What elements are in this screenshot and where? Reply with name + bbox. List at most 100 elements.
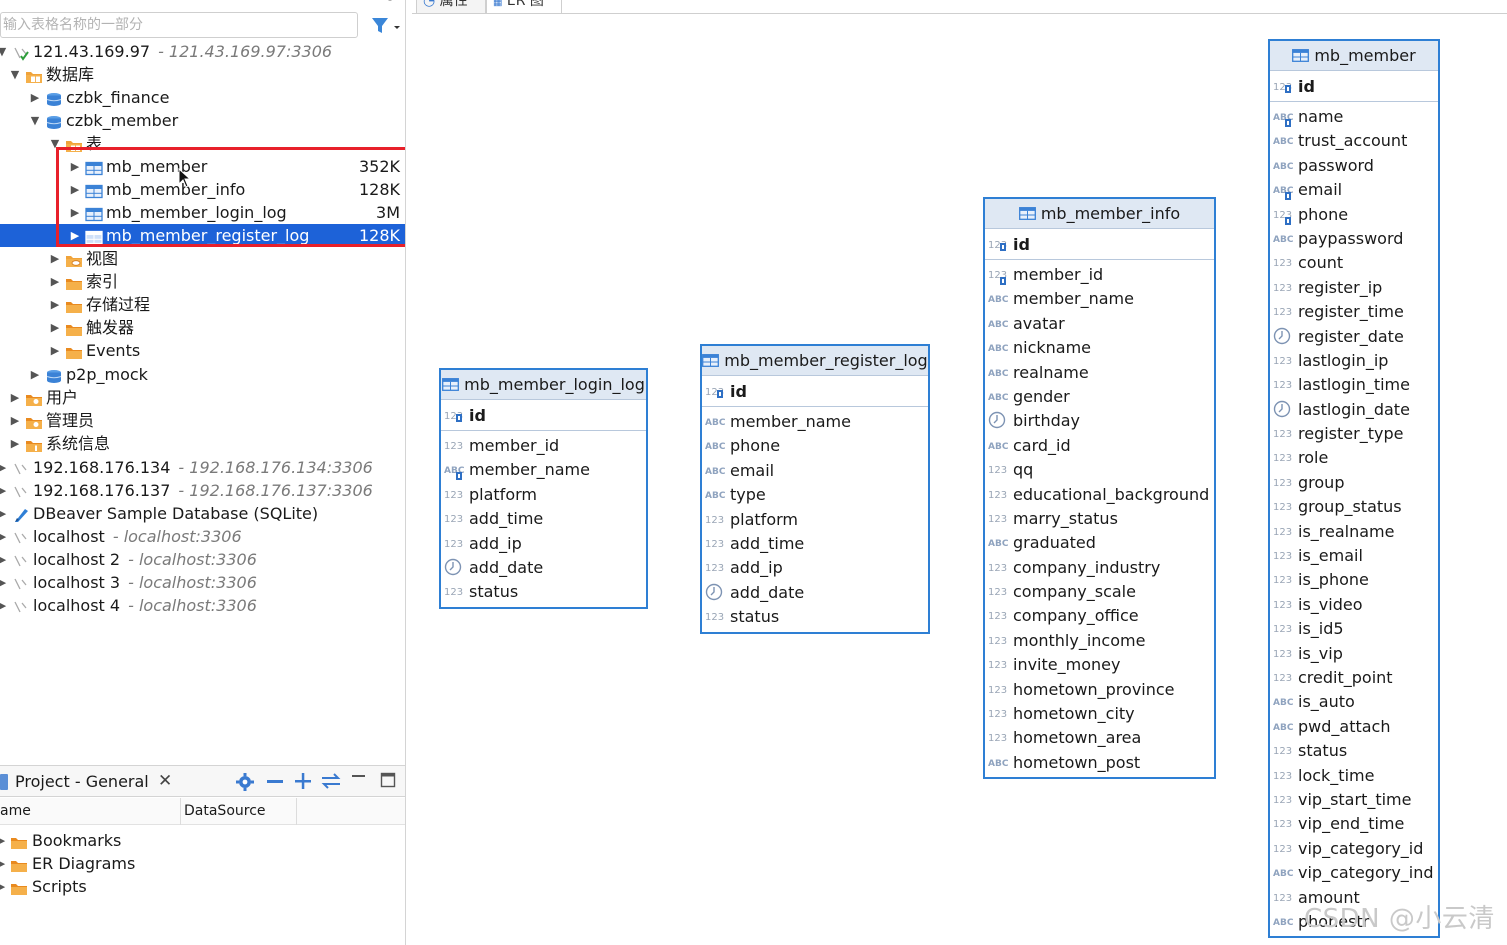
expand-arrow-right-icon[interactable]: ▶ bbox=[50, 251, 60, 265]
expand-arrow-right-icon[interactable]: ▶ bbox=[0, 852, 7, 875]
column-row[interactable]: register_date bbox=[1270, 325, 1438, 349]
settings-gear-icon[interactable] bbox=[235, 772, 255, 792]
expand-arrow-right-icon[interactable]: ▶ bbox=[0, 829, 7, 852]
expand-arrow-right-icon[interactable]: ▶ bbox=[50, 297, 60, 311]
column-separator[interactable] bbox=[296, 798, 297, 825]
tree-item-users[interactable]: ▶用户 bbox=[0, 386, 405, 409]
expand-arrow-right-icon[interactable]: ▶ bbox=[10, 436, 20, 450]
tree-item-db-czbk_finance[interactable]: ▶czbk_finance bbox=[0, 86, 405, 109]
expand-arrow-right-icon[interactable]: ▶ bbox=[70, 159, 80, 173]
tree-item-db-czbk_member[interactable]: ▼czbk_member bbox=[0, 109, 405, 132]
tab-er-diagram[interactable]: ▦ ER 图 bbox=[486, 0, 562, 14]
expand-arrow-right-icon[interactable]: ▶ bbox=[0, 571, 8, 594]
project-item-er-diagrams[interactable]: ▶ER Diagrams bbox=[0, 852, 405, 875]
project-tab-title[interactable]: Project - General bbox=[15, 772, 149, 791]
column-header-datasource[interactable]: DataSource bbox=[184, 803, 266, 819]
tree-item-conn-7[interactable]: ▶localhost 3- localhost:3306 bbox=[0, 571, 405, 594]
add-plus-icon[interactable] bbox=[294, 772, 312, 790]
minimize-icon[interactable] bbox=[351, 773, 367, 787]
tree-item-conn-4[interactable]: ▶DBeaver Sample Database (SQLite) bbox=[0, 502, 405, 525]
tab-properties[interactable]: ◔ 属性 bbox=[416, 0, 486, 14]
entity-header[interactable]: mb_member_info bbox=[985, 199, 1214, 229]
tree-item-sysinfo[interactable]: ▶系统信息 bbox=[0, 432, 405, 455]
entity-header[interactable]: mb_member_register_log bbox=[702, 346, 928, 376]
tree-item-triggers[interactable]: ▶触发器 bbox=[0, 316, 405, 339]
column-row[interactable]: add_date bbox=[441, 556, 646, 580]
tree-item-indexes[interactable]: ▶索引 bbox=[0, 270, 405, 293]
tree-item-db-p2p_mock[interactable]: ▶p2p_mock bbox=[0, 363, 405, 386]
expand-arrow-down-icon[interactable]: ▼ bbox=[10, 67, 20, 81]
tree-item-conn-8[interactable]: ▶localhost 4- localhost:3306 bbox=[0, 594, 405, 617]
table-filter-input[interactable] bbox=[0, 12, 358, 38]
entity-header[interactable]: mb_member bbox=[1270, 41, 1438, 71]
close-icon[interactable]: ✕ bbox=[158, 771, 173, 791]
maximize-icon[interactable] bbox=[380, 772, 396, 788]
tree-item-databases[interactable]: ▼数据库 bbox=[0, 63, 405, 86]
entity-header[interactable]: mb_member_login_log bbox=[441, 370, 646, 400]
link-sync-icon[interactable] bbox=[320, 773, 342, 789]
column-row[interactable]: add_date bbox=[702, 581, 928, 605]
expand-arrow-right-icon[interactable]: ▶ bbox=[0, 479, 8, 502]
expand-arrow-right-icon[interactable]: ▶ bbox=[50, 274, 60, 288]
expand-arrow-right-icon[interactable]: ▶ bbox=[30, 367, 40, 381]
expand-arrow-right-icon[interactable]: ▶ bbox=[0, 525, 8, 548]
expand-arrow-right-icon[interactable]: ▶ bbox=[0, 502, 8, 525]
expand-arrow-right-icon[interactable]: ▶ bbox=[70, 182, 80, 196]
column-row[interactable]: birthday bbox=[985, 409, 1214, 433]
toolbar-mini-icons[interactable] bbox=[250, 0, 400, 6]
expand-arrow-down-icon[interactable]: ▼ bbox=[30, 113, 40, 127]
expand-arrow-right-icon[interactable]: ▶ bbox=[50, 320, 60, 334]
expand-arrow-right-icon[interactable]: ▶ bbox=[50, 343, 60, 357]
expand-arrow-right-icon[interactable]: ▶ bbox=[0, 594, 8, 617]
tree-item-conn-6[interactable]: ▶localhost 2- localhost:3306 bbox=[0, 548, 405, 571]
